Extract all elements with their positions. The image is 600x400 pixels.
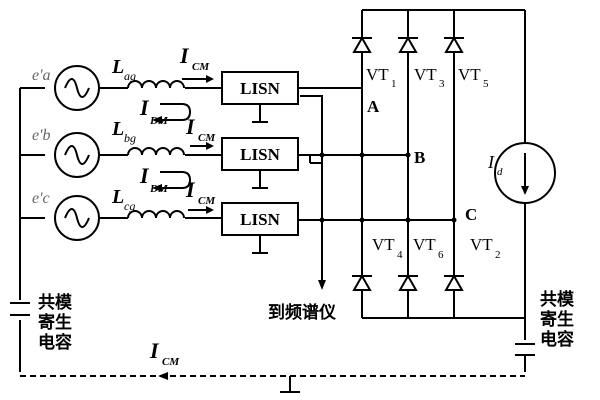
svg-text:VT: VT	[372, 235, 395, 254]
svg-text:d: d	[497, 166, 503, 178]
idm-loop-bottom	[152, 171, 192, 192]
thyristor-vt6	[398, 273, 418, 291]
source-label-c: e'c	[32, 190, 50, 207]
svg-text:I: I	[139, 95, 150, 120]
ac-source-a	[54, 65, 100, 111]
left-capacitor-label: 共模 寄生 电容	[38, 292, 73, 353]
svg-text:VT: VT	[413, 235, 436, 254]
svg-text:3: 3	[439, 78, 445, 90]
svg-text:L: L	[111, 56, 124, 78]
node-label-c: C	[465, 205, 477, 224]
lisn-label-a: LISN	[240, 79, 280, 98]
node-label-a: A	[367, 97, 380, 116]
icm-label-c: I CM	[185, 177, 216, 207]
cap-label-line-3: 电容	[38, 332, 72, 353]
svg-text:5: 5	[483, 78, 489, 90]
junction-dots	[319, 152, 457, 223]
right-parasitic-capacitor	[515, 318, 535, 372]
ac-source-b	[54, 132, 100, 178]
icm-label-a: I CM	[179, 43, 210, 73]
svg-text:I: I	[487, 152, 495, 172]
id-label: I d	[487, 152, 503, 178]
svg-text:I: I	[185, 114, 196, 139]
icm-arrow-c	[188, 206, 214, 214]
svg-text:I: I	[139, 163, 150, 188]
thyristor-vt2	[444, 273, 464, 291]
thyristor-label-vt1: VT 1	[366, 65, 397, 90]
left-parasitic-capacitor	[10, 302, 30, 316]
svg-text:I: I	[179, 43, 190, 68]
svg-text:DM: DM	[149, 183, 169, 195]
svg-text:VT: VT	[366, 65, 389, 84]
thyristor-label-vt2: VT 2	[470, 235, 501, 261]
lisn-box-a: LISN	[221, 71, 299, 123]
inductor-c	[127, 210, 185, 219]
idm-loop-top	[152, 103, 192, 124]
thyristor-label-vt4: VT 4	[372, 235, 403, 261]
svg-text:寄生: 寄生	[540, 309, 574, 330]
right-capacitor-label: 共模 寄生 电容	[540, 289, 575, 350]
cap-label-line-1: 共模	[38, 292, 73, 313]
cap-label-line-2: 寄生	[38, 312, 72, 333]
spectrum-label: 到频谱仪	[268, 302, 337, 323]
svg-text:bg: bg	[124, 131, 136, 145]
svg-text:VT: VT	[470, 235, 493, 254]
phase-wires-left	[99, 87, 222, 219]
svg-text:CM: CM	[198, 132, 216, 144]
bridge-rails	[361, 9, 525, 319]
svg-text:CM: CM	[198, 195, 216, 207]
lisn-box-b: LISN	[221, 137, 299, 189]
icm-label-return: I CM	[149, 338, 180, 368]
thyristor-label-vt6: VT 6	[413, 235, 444, 261]
icm-arrow-b	[190, 142, 214, 150]
spectrum-tap	[300, 95, 326, 290]
inductor-a	[127, 80, 185, 89]
thyristor-vt1	[352, 35, 372, 53]
svg-text:6: 6	[438, 249, 444, 261]
svg-text:VT: VT	[414, 65, 437, 84]
svg-text:共模: 共模	[540, 289, 575, 310]
thyristor-vt3	[398, 35, 418, 53]
icm-label-b: I CM	[185, 114, 216, 144]
lisn-box-c: LISN	[221, 202, 299, 254]
ac-source-c	[54, 195, 100, 241]
inductor-label-c: L cg	[111, 186, 135, 213]
svg-text:cg: cg	[124, 199, 135, 213]
svg-text:L: L	[111, 186, 124, 208]
left-bus	[19, 87, 45, 372]
lisn-label-c: LISN	[240, 210, 280, 229]
common-mode-return-path	[20, 372, 525, 393]
svg-text:ag: ag	[124, 69, 136, 83]
source-label-a: e'a	[32, 67, 51, 84]
svg-text:L: L	[111, 118, 124, 140]
svg-text:I: I	[185, 177, 196, 202]
svg-text:2: 2	[495, 249, 501, 261]
node-label-b: B	[414, 148, 425, 167]
svg-text:CM: CM	[162, 356, 180, 368]
svg-text:I: I	[149, 338, 160, 363]
dc-current-source	[494, 10, 556, 318]
svg-text:1: 1	[391, 78, 397, 90]
thyristor-vt5	[444, 35, 464, 53]
inductor-b	[127, 147, 185, 156]
inductor-label-a: L ag	[111, 56, 136, 83]
icm-arrow-a	[182, 75, 214, 83]
idm-label-bottom: I DM	[139, 163, 169, 195]
svg-text:CM: CM	[192, 61, 210, 73]
svg-text:电容: 电容	[540, 329, 574, 350]
svg-text:4: 4	[397, 249, 403, 261]
lisn-label-b: LISN	[240, 145, 280, 164]
thyristor-label-vt3: VT 3	[414, 65, 445, 90]
thyristor-label-vt5: VT 5	[458, 65, 489, 90]
idm-label-top: I DM	[139, 95, 169, 127]
source-label-b: e'b	[32, 127, 51, 144]
svg-text:DM: DM	[149, 115, 169, 127]
inductor-label-b: L bg	[111, 118, 136, 145]
thyristor-vt4	[352, 273, 372, 291]
svg-text:VT: VT	[458, 65, 481, 84]
